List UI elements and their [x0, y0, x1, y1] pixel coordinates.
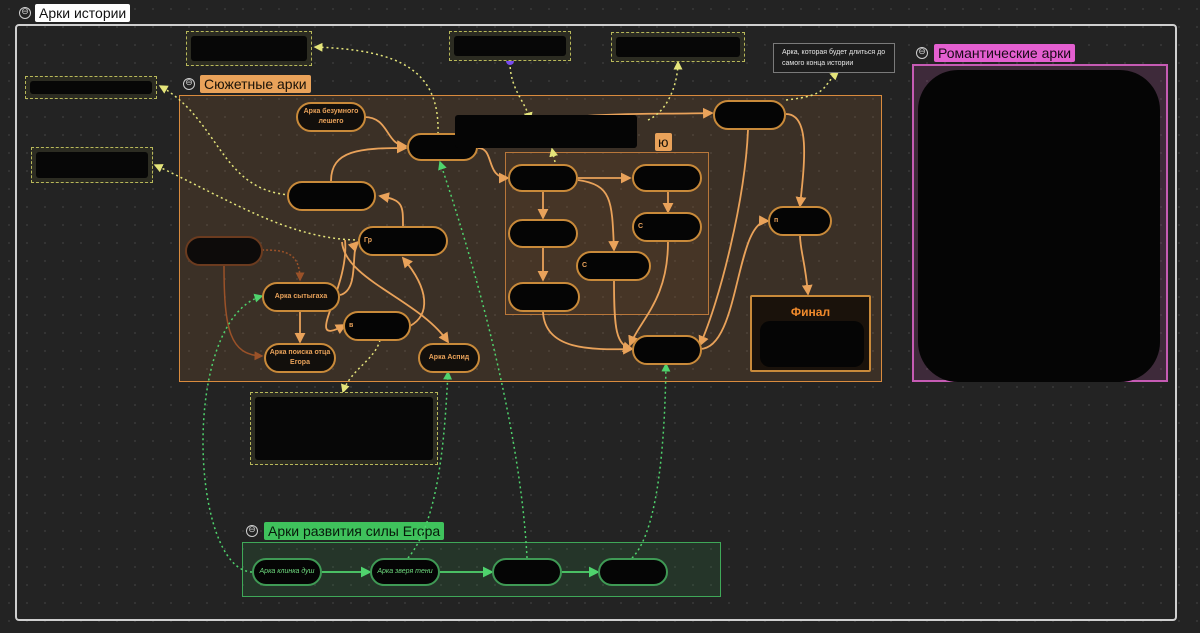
note-bottom[interactable] — [250, 392, 438, 465]
note-link — [313, 42, 439, 135]
edge — [477, 147, 510, 184]
node-mad-leshy[interactable]: Арка безумного лешего — [296, 102, 366, 132]
redacted-note-text — [255, 397, 433, 460]
note-link — [549, 147, 559, 163]
plot-collapse-icon[interactable]: ⊖ — [183, 78, 195, 90]
final-redacted-body — [760, 321, 864, 367]
romance-group-title[interactable]: Романтические арки — [934, 44, 1076, 62]
note-link — [153, 164, 361, 241]
redacted-note-text — [191, 36, 307, 61]
edge — [339, 240, 360, 296]
power-node-redacted[interactable] — [598, 558, 668, 586]
romance-collapse-icon[interactable]: ⊖ — [916, 47, 928, 59]
node-redacted[interactable] — [287, 181, 376, 211]
node-aspid[interactable]: Арка Аспид — [418, 343, 480, 373]
node-g[interactable]: Гр — [358, 226, 448, 256]
node-s2[interactable]: С — [576, 251, 651, 281]
node-final[interactable]: Финал — [750, 295, 871, 372]
edge — [799, 234, 813, 296]
edge — [261, 249, 305, 282]
note-left-2[interactable] — [31, 147, 153, 183]
power-collapse-icon[interactable]: ⊖ — [246, 525, 258, 537]
plot-group-title[interactable]: Сюжетные арки — [200, 75, 311, 93]
root-collapse-icon[interactable]: ⊖ — [19, 7, 31, 19]
edge — [341, 241, 449, 344]
edge — [613, 279, 634, 353]
node-redacted[interactable] — [508, 164, 578, 192]
note-top-center[interactable] — [449, 31, 571, 61]
edge — [401, 256, 426, 327]
edge — [577, 179, 620, 252]
power-node-shadow-beast[interactable]: Арка зверя тени — [370, 558, 440, 586]
redacted-note-text — [30, 81, 152, 94]
power-link — [631, 362, 671, 559]
node-redacted[interactable] — [508, 219, 578, 248]
edge — [699, 215, 770, 350]
edge — [330, 142, 408, 182]
redacted-overlay — [455, 115, 637, 148]
node-redacted[interactable] — [508, 282, 580, 312]
final-title: Финал — [790, 305, 831, 319]
note-link — [785, 71, 840, 101]
power-link — [202, 293, 264, 573]
edge — [363, 116, 408, 151]
node-p[interactable]: п — [768, 206, 832, 236]
note-link — [509, 61, 533, 122]
edge — [223, 264, 264, 361]
note-link — [340, 339, 381, 394]
node-redacted[interactable] — [632, 164, 702, 192]
node-egor-father[interactable]: Арка поиска отца Егора — [264, 343, 336, 373]
power-node-redacted[interactable] — [492, 558, 562, 586]
node-redacted[interactable] — [713, 100, 786, 130]
note-long-arc[interactable]: Арка, которая будет длиться до самого ко… — [773, 43, 895, 73]
edge — [698, 129, 749, 347]
redacted-note-text — [454, 36, 566, 56]
note-link — [158, 85, 291, 196]
root-title[interactable]: Арки истории — [35, 4, 131, 22]
plot-subgroup-title[interactable]: ю — [655, 133, 672, 151]
note-link — [647, 60, 683, 121]
edge — [785, 113, 807, 208]
node-s1[interactable]: С — [632, 212, 702, 242]
power-link — [407, 370, 453, 559]
note-top-right[interactable] — [611, 32, 745, 62]
redacted-note-text — [616, 37, 740, 57]
power-group-title[interactable]: Арки развития силы Егора — [264, 522, 445, 540]
edge — [378, 192, 404, 227]
redacted-note-text — [36, 152, 148, 178]
root-group-frame — [15, 24, 1177, 621]
note-top-left[interactable] — [186, 31, 312, 66]
power-node-soul-blade[interactable]: Арка клинка душ — [252, 558, 322, 586]
node-b[interactable]: в — [343, 311, 411, 341]
node-redacted[interactable] — [632, 335, 702, 365]
node-redacted-dark[interactable] — [185, 236, 263, 266]
edge — [628, 241, 669, 347]
edge — [542, 311, 634, 355]
romance-redacted-content — [918, 70, 1160, 382]
node-sytygakh[interactable]: Арка сытыгаха — [262, 282, 340, 312]
note-left-1[interactable] — [25, 76, 157, 99]
